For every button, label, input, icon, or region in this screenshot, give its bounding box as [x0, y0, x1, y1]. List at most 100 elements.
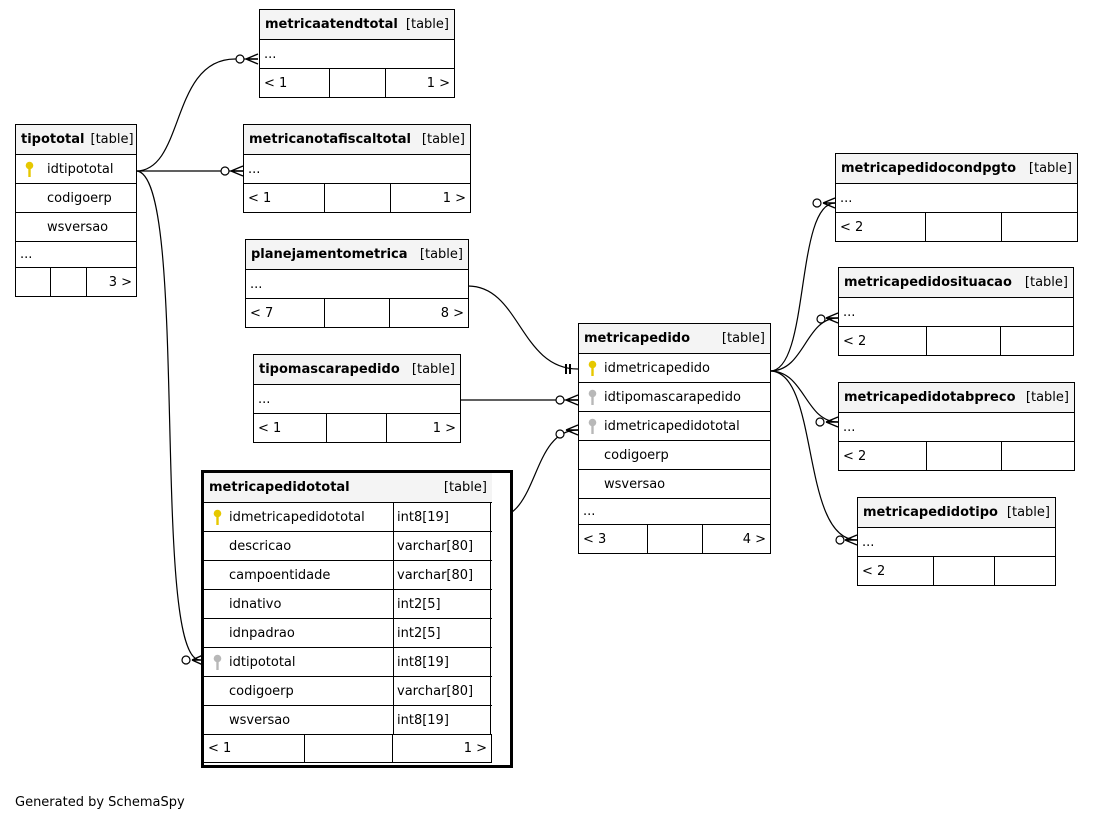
table-row: ... [858, 528, 1055, 557]
children-count: 1 > [393, 735, 492, 762]
children-count [1002, 213, 1077, 241]
primary-key-icon [213, 509, 222, 525]
generator-credit: Generated by SchemaSpy [15, 795, 185, 810]
table-kind: [table] [1028, 161, 1072, 176]
table-row: wsversao [579, 470, 770, 499]
table-footer: < 3 4 > [579, 525, 770, 553]
table-kind: [table] [90, 132, 134, 147]
table-kind: [table] [419, 247, 463, 262]
table-metricanotafiscaltotal[interactable]: metricanotafiscaltotal[table] ... < 1 1 … [243, 124, 471, 213]
column-type: int8[19] [393, 503, 491, 531]
column-name: wsversao [47, 219, 109, 235]
edge-planejamentometrica-metricapedido [467, 285, 579, 370]
table-row: ... [839, 413, 1074, 442]
column-name: wsversao [229, 712, 291, 728]
optional-marker [555, 429, 565, 439]
children-count: 3 > [108, 274, 132, 290]
parents-count: < 1 [254, 414, 327, 442]
optional-marker [835, 535, 845, 545]
optional-marker [555, 395, 565, 405]
column-type: varchar[80] [393, 677, 491, 705]
table-name: metricapedido [584, 331, 691, 346]
children-count [1001, 327, 1073, 355]
table-kind: [table] [411, 362, 455, 377]
table-row: ... [246, 270, 468, 299]
rows-count [327, 414, 387, 442]
table-tipototal[interactable]: tipototal[table] idtipototal codigoerp w… [15, 124, 137, 297]
table-row: wsversao int8[19] [204, 706, 492, 735]
column-name: codigoerp [229, 683, 294, 699]
table-metricapedidocondpgto[interactable]: metricapedidocondpgto[table] ... < 2 [835, 153, 1078, 242]
rows-count [934, 557, 995, 585]
edge-metricapedido-metricapedidotabpreco [769, 370, 839, 423]
parents-count: < 2 [836, 213, 926, 241]
rows-count [926, 213, 1002, 241]
table-metricapedidotabpreco[interactable]: metricapedidotabpreco[table] ... < 2 [838, 382, 1075, 471]
table-planejamentometrica[interactable]: planejamentometrica [table] ... < 7 8 > [245, 239, 469, 328]
table-row: ... [16, 242, 136, 268]
table-row: idmetricapedidototal int8[19] [204, 503, 492, 532]
table-metricapedidototal[interactable]: metricapedidototal[table] idmetricapedid… [201, 470, 513, 768]
table-kind: [table] [1025, 390, 1069, 405]
optional-marker [816, 314, 826, 324]
table-tipomascarapedido[interactable]: tipomascarapedido[table] ... < 1 1 > [253, 354, 461, 443]
table-metricapedidosituacao[interactable]: metricapedidosituacao[table] ... < 2 [838, 267, 1074, 356]
crowfoot-marker [844, 534, 858, 546]
optional-marker [812, 198, 822, 208]
table-footer: < 1 1 > [254, 414, 460, 442]
table-footer: < 1 1 > [244, 184, 470, 212]
table-metricaatendtotal[interactable]: metricaatendtotal [table] ... < 1 1 > [259, 9, 455, 98]
children-count: 1 > [442, 190, 466, 206]
table-metricapedidotipo[interactable]: metricapedidotipo[table] ... < 2 [857, 497, 1056, 586]
edge-tipototal-metricapedidototal [135, 170, 201, 661]
table-row: ... [260, 40, 454, 69]
table-row: ... [244, 155, 470, 184]
column-name: wsversao [604, 476, 666, 492]
rows-count [305, 735, 393, 762]
one-marker [565, 364, 571, 374]
parents-count: < 2 [839, 327, 927, 355]
rows-count [927, 327, 1001, 355]
parents-count: < 7 [246, 299, 325, 327]
table-kind: [table] [721, 331, 765, 346]
table-footer: < 2 [858, 557, 1055, 585]
table-kind: [table] [1006, 505, 1050, 520]
crowfoot-marker [822, 197, 836, 209]
crowfoot-marker [565, 424, 579, 436]
table-kind: [table] [405, 17, 449, 32]
table-footer: < 7 8 > [246, 299, 468, 327]
table-footer: < 1 1 > [204, 735, 492, 763]
column-type: varchar[80] [393, 532, 491, 560]
table-name: metricapedidototal [209, 480, 350, 495]
rows-count [927, 442, 1002, 470]
column-name: idtipototal [47, 161, 114, 177]
crowfoot-marker [245, 53, 259, 65]
table-row: codigoerp [16, 184, 136, 213]
table-metricapedido[interactable]: metricapedido [table] idmetricapedido idt… [578, 323, 771, 554]
table-name: metricaatendtotal [265, 17, 398, 32]
rows-count [648, 525, 703, 553]
table-footer: < 1 1 > [260, 69, 454, 97]
parents-count: < 2 [858, 557, 934, 585]
table-row: idtipomascarapedido [579, 383, 770, 412]
column-type: varchar[80] [393, 561, 491, 589]
table-name: metricanotafiscaltotal [249, 132, 411, 147]
crowfoot-marker [825, 416, 839, 428]
column-type: int2[5] [393, 590, 491, 618]
parents-count: < 1 [204, 735, 305, 762]
foreign-key-icon [588, 418, 597, 434]
optional-marker [235, 54, 245, 64]
column-type: int8[19] [393, 706, 491, 734]
table-kind: [table] [1024, 275, 1068, 290]
table-name: planejamentometrica [251, 247, 408, 262]
children-count: 1 > [426, 75, 450, 91]
foreign-key-icon [213, 654, 222, 670]
table-row: idmetricapedidototal [579, 412, 770, 441]
column-name: idmetricapedido [604, 360, 711, 376]
crowfoot-marker [825, 312, 839, 324]
rows-count [330, 69, 386, 97]
table-name: tipomascarapedido [259, 362, 400, 377]
edge-metricapedido-metricapedidocondpgto [769, 202, 836, 372]
column-name: codigoerp [604, 447, 669, 463]
children-count: 8 > [440, 305, 464, 321]
